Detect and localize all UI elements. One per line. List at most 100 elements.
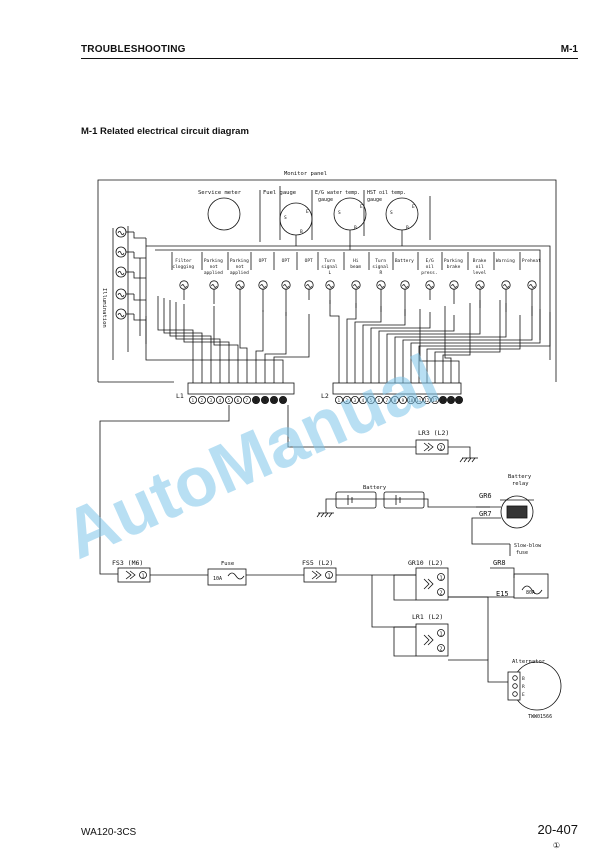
pin-L2-4 xyxy=(358,395,367,404)
lamp-label-opt-1-0: OPT xyxy=(259,258,267,264)
pin-L2-13 xyxy=(430,395,439,404)
l2-label: L2 xyxy=(321,392,329,400)
connector-l2-body xyxy=(332,382,462,395)
hst-oil-term-s: S xyxy=(390,210,393,216)
pin-L2-3 xyxy=(350,395,359,404)
fs3-connector: FS3 (M6) 1 xyxy=(112,559,151,583)
lamp-label-turn-signal-l-0: Turn xyxy=(324,258,335,264)
lamp-bulb xyxy=(527,280,537,290)
service-meter: Service meter xyxy=(198,190,242,231)
pin-label-L1-4: 4 xyxy=(219,398,222,403)
alt-term-e: E xyxy=(522,692,525,698)
slow-blow-rating: 80A xyxy=(526,590,535,596)
lamp-bulb xyxy=(179,280,189,290)
lamp-label-turn-signal-l-2: L xyxy=(329,270,332,276)
lr1-pin-1: 1 xyxy=(440,632,443,638)
wire-to-lr3 xyxy=(287,405,416,448)
lamp-label-eg-oil-press-2: press. xyxy=(421,271,437,276)
l1-label: L1 xyxy=(176,392,184,400)
fs3-label: FS3 (M6) xyxy=(112,559,143,567)
lr1-label: LR1 (L2) xyxy=(412,613,443,621)
pin-L1-3 xyxy=(206,395,215,404)
pin-label-L2-7: 7 xyxy=(386,398,389,403)
pin-L1-5 xyxy=(224,395,233,404)
slow-blow-fuse-box xyxy=(513,573,549,599)
lamp-bulb xyxy=(376,280,386,290)
pin-label-L2-16: 16 xyxy=(456,398,461,403)
fuel-gauge-label: Fuel gauge xyxy=(263,190,296,196)
monitor-wiring xyxy=(112,186,551,383)
water-temp-label-2: gauge xyxy=(318,197,333,203)
pin-L1-11 xyxy=(278,395,287,404)
lamp-label-filter-0: Filter xyxy=(175,258,192,264)
water-temp-term-b: B xyxy=(354,225,357,231)
gr10-pin-2: 2 xyxy=(440,591,443,597)
monitor-panel-outline xyxy=(97,179,557,382)
pin-label-L1-6: 6 xyxy=(237,398,240,403)
lamp-label-parking-brake-0: Parking xyxy=(444,258,463,264)
gr10-label: GR10 (L2) xyxy=(408,559,443,567)
pin-label-L1-9: 9 xyxy=(264,398,267,403)
pin-label-L1-3: 3 xyxy=(210,398,213,403)
gr8-wire xyxy=(490,567,515,578)
alternator-label: Alternator xyxy=(512,659,546,665)
lamp-label-turn-signal-r-2: R xyxy=(380,270,383,276)
alternator: B R E xyxy=(507,661,562,711)
warning-lamp-row: FiltercloggingParkingnotappliedParkingno… xyxy=(171,252,541,290)
lr3-label: LR3 (L2) xyxy=(418,429,449,437)
lamp-bulb xyxy=(235,280,245,290)
pin-label-L1-7: 7 xyxy=(246,398,249,403)
drawing-code: TWW01566 xyxy=(528,714,552,720)
fuse: Fuse 10A xyxy=(207,561,247,586)
pin-label-L1-2: 2 xyxy=(201,398,204,403)
pin-L2-16 xyxy=(454,395,463,404)
pin-label-L1-10: 10 xyxy=(271,398,276,403)
pin-label-L2-1: 1 xyxy=(338,398,341,403)
pin-label-L2-11: 11 xyxy=(416,398,421,403)
wire-l1-to-fs3 xyxy=(99,405,230,575)
lamp-opt-3: OPT xyxy=(296,252,314,290)
pin-L1-7 xyxy=(242,395,251,404)
pin-L1-8 xyxy=(251,395,260,404)
lamp-label-parking-not-applied-2: applied xyxy=(204,270,223,276)
gr10-connector: GR10 (L2) 1 2 xyxy=(408,559,449,601)
fs5-label: FS5 (L2) xyxy=(302,559,333,567)
pin-label-L2-3: 3 xyxy=(354,398,357,403)
fuse-rating: 10A xyxy=(213,576,222,582)
water-temp-label-1: E/G water temp. xyxy=(315,190,360,196)
battery-label: Battery xyxy=(363,485,387,491)
hst-oil-label-1: HST oil temp. xyxy=(367,190,406,196)
gr10-pin-1: 1 xyxy=(440,576,443,582)
section-title: M-1 Related electrical circuit diagram xyxy=(81,126,249,137)
lamp-label-parking-not-applied-2-2: applied xyxy=(230,270,249,276)
lamp-label-hi-beam-1: beam xyxy=(350,264,361,270)
pin-label-L2-15: 15 xyxy=(448,398,453,403)
water-temp-gauge: E/G water temp. gauge S E B xyxy=(315,190,367,231)
lamp-label-parking-brake-1: brake xyxy=(447,264,461,270)
pin-L2-12 xyxy=(422,395,431,404)
lamp-label-battery-0: Battery xyxy=(395,258,414,264)
lamp-bulb xyxy=(400,280,410,290)
lamp-opt-2: OPT xyxy=(273,252,291,290)
illumination-bulb xyxy=(115,246,134,258)
pin-L1-10 xyxy=(269,395,278,404)
hst-oil-temp-gauge: HST oil temp. gauge S E B xyxy=(367,190,419,231)
footer-page-number: 20-407 xyxy=(537,822,578,837)
battery-symbol xyxy=(335,491,425,509)
lamp-label-brake-oil-level-2: level xyxy=(473,270,487,276)
lamp-bulb xyxy=(475,280,485,290)
lr3-pin-2: 2 xyxy=(440,446,443,452)
fuel-gauge-term-e: E xyxy=(306,209,309,215)
lamp-label-turn-signal-r-0: Turn xyxy=(375,258,386,264)
pin-label-L2-6: 6 xyxy=(378,398,381,403)
pin-L2-9 xyxy=(398,395,407,404)
pin-L2-5 xyxy=(366,395,375,404)
pin-L2-14 xyxy=(438,395,447,404)
slow-blow-label-1: Slow-blow xyxy=(514,543,542,549)
hst-oil-label-2: gauge xyxy=(367,197,382,203)
lamp-bulb xyxy=(304,280,314,290)
